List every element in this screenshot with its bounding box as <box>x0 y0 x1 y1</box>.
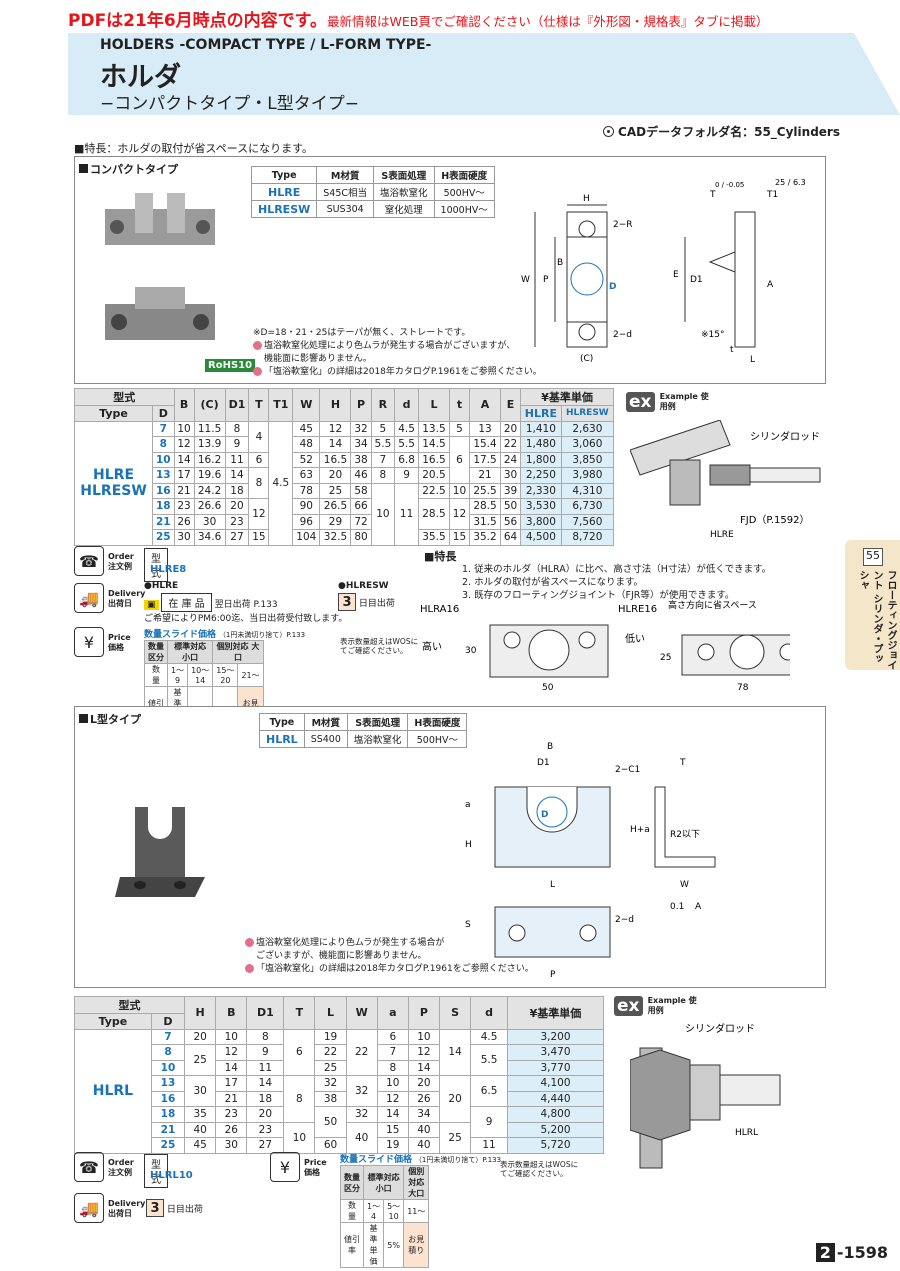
example1: ex Example 使用例 <box>626 392 710 412</box>
page-subtitle: −コンパクトタイプ・L型タイプ− <box>100 94 359 114</box>
features-list: 1. 従来のホルダ（HLRA）に比べ、高さ寸法（H寸法）が低くできます。2. ホ… <box>462 564 772 601</box>
svg-text:25: 25 <box>660 653 671 663</box>
svg-text:a: a <box>465 800 471 810</box>
svg-text:t: t <box>730 345 734 355</box>
feature-top: ■特長：ホルダの取付が省スペースになります。 <box>74 142 313 155</box>
svg-text:R2以下: R2以下 <box>670 830 700 840</box>
svg-text:P: P <box>543 275 549 285</box>
product-photo-ltype <box>115 807 205 897</box>
info-icon <box>253 367 262 376</box>
svg-text:シリンダロッド: シリンダロッド <box>750 430 820 443</box>
svg-text:HLRL: HLRL <box>735 1128 758 1138</box>
svg-text:D: D <box>609 282 616 292</box>
svg-text:D1: D1 <box>690 275 703 285</box>
svg-text:シリンダロッド: シリンダロッド <box>685 1022 755 1035</box>
compact-label: コンパクトタイプ <box>79 161 178 177</box>
svg-text:W: W <box>680 880 689 890</box>
notice: PDFは21年6月時点の内容です。最新情報はWEB頁でご確認ください（仕様は『外… <box>68 11 769 31</box>
svg-text:50: 50 <box>542 683 554 693</box>
svg-text:B: B <box>557 258 563 268</box>
header-bar <box>68 33 900 115</box>
svg-text:30: 30 <box>465 646 477 656</box>
phone-icon: ☎ <box>74 1152 104 1182</box>
features-compare-drawing: HLRA16 HLRE16 高さ方向に省スペース 高い 低い 30 25 50 … <box>420 600 790 693</box>
example2: ex Example 使用例 <box>614 996 698 1016</box>
ltype-label: L型タイプ <box>79 711 141 727</box>
svg-text:(C): (C) <box>580 354 593 364</box>
svg-text:S: S <box>465 920 471 930</box>
ltype-drawing: B D1 2−C1 T a H D H+a R2以下 L W S 2−d P 0… <box>465 742 716 980</box>
svg-text:高い: 高い <box>422 640 442 653</box>
truck-icon: 🚚 <box>74 1193 104 1223</box>
svg-text:H: H <box>583 194 590 204</box>
svg-text:2−R: 2−R <box>613 220 633 230</box>
truck-icon: 🚚 <box>74 583 104 613</box>
svg-text:2−C1: 2−C1 <box>615 765 640 775</box>
yen-icon: ¥ <box>74 627 104 657</box>
example2-drawing: シリンダロッド HLRL <box>630 1022 781 1169</box>
svg-text:T: T <box>679 758 686 768</box>
svg-text:A: A <box>695 902 702 912</box>
info-icon <box>245 964 254 973</box>
page-title: ホルダ <box>100 62 181 93</box>
example-icon: ex <box>626 392 655 412</box>
compact-notes: ※D=18・21・25はテーパが無く、ストレートです。 塩浴軟窒化処理により色ム… <box>253 328 542 377</box>
page-number: 2-1598 <box>815 1243 890 1262</box>
svg-text:D1: D1 <box>537 758 550 768</box>
rohs-badge: RoHS10 <box>205 359 256 372</box>
svg-text:L: L <box>550 880 555 890</box>
svg-text:P: P <box>550 970 556 980</box>
svg-text:B: B <box>547 742 553 752</box>
svg-text:※15°: ※15° <box>701 330 725 340</box>
svg-text:A: A <box>767 280 774 290</box>
example1-drawing: シリンダロッド FJD（P.1592） HLRE <box>630 420 821 540</box>
yen-icon: ¥ <box>270 1152 300 1182</box>
svg-text:78: 78 <box>737 683 749 693</box>
compact-drawing: H 2−R W P B D 2−d (C) T T1 E A L t D1 ※1… <box>521 178 806 365</box>
svg-text:T: T <box>709 190 716 200</box>
side-tab[interactable]: 55 フローティングジョイント シリンダ・プッシャ <box>845 540 900 670</box>
ltype-notes: 塩浴軟窒化処理により色ムラが発生する場合が ございますが、機能面に影響ありません… <box>245 937 534 976</box>
svg-text:H+a: H+a <box>630 825 650 835</box>
svg-text:低い: 低い <box>625 632 645 645</box>
product-photo-compact <box>105 193 215 340</box>
warning-icon <box>253 341 262 350</box>
phone-icon: ☎ <box>74 546 104 576</box>
example-icon: ex <box>614 996 643 1016</box>
svg-text:2−d: 2−d <box>613 330 632 340</box>
svg-text:HLRE: HLRE <box>710 530 734 540</box>
svg-text:HLRA16: HLRA16 <box>420 604 459 615</box>
warning-icon <box>245 938 254 947</box>
type-hlrl: HLRL <box>74 1028 152 1154</box>
svg-text:W: W <box>521 275 530 285</box>
svg-text:T1: T1 <box>766 190 778 200</box>
svg-text:D: D <box>541 810 548 820</box>
svg-text:0 / -0.05: 0 / -0.05 <box>715 181 744 189</box>
title-en: HOLDERS -COMPACT TYPE / L-FORM TYPE- <box>100 37 432 53</box>
svg-text:L: L <box>750 355 755 365</box>
svg-text:FJD（P.1592）: FJD（P.1592） <box>740 514 810 526</box>
svg-text:25 / 6.3: 25 / 6.3 <box>775 178 806 187</box>
svg-text:高さ方向に省スペース: 高さ方向に省スペース <box>668 600 757 611</box>
svg-text:0.1: 0.1 <box>670 902 684 912</box>
cad-icon <box>603 126 615 137</box>
svg-text:HLRE16: HLRE16 <box>618 604 657 615</box>
svg-text:H: H <box>465 840 472 850</box>
features-title: ■特長 <box>424 550 457 563</box>
cad-folder: CADデータフォルダ名：55_Cylinders <box>603 123 840 140</box>
svg-text:2−d: 2−d <box>615 915 634 925</box>
svg-text:E: E <box>673 270 679 280</box>
